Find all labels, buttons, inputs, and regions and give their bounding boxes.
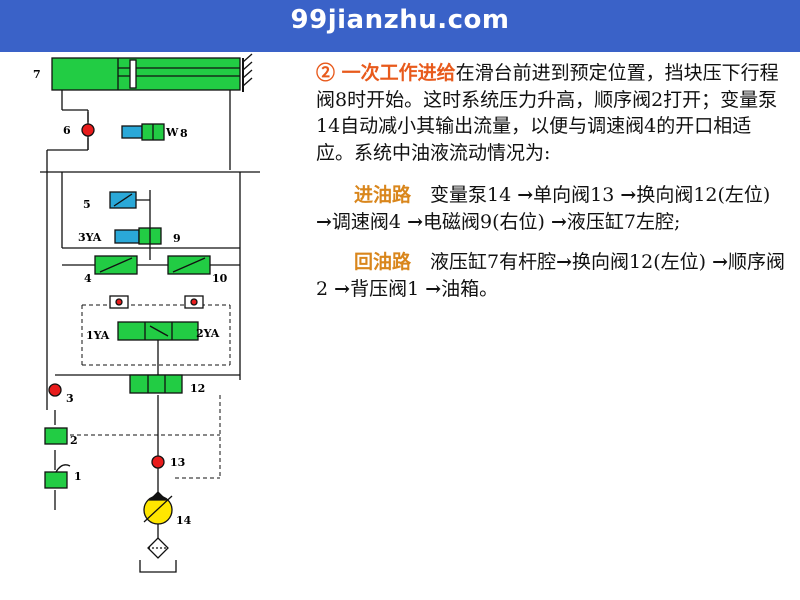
label-5: 5	[83, 198, 91, 211]
valve-6	[81, 123, 95, 137]
oil-in-path: 进油路 变量泵14 →单向阀13 →换向阀12(左位) →调速阀4 →电磁阀9(…	[316, 184, 771, 233]
label-2ya: 2YA	[196, 327, 220, 340]
label-13: 13	[170, 456, 185, 469]
label-4: 4	[84, 272, 92, 285]
header-banner	[0, 0, 800, 52]
label-8: 8	[180, 127, 188, 140]
cylinder-7	[51, 57, 241, 91]
intro-paragraph: ② 一次工作进给在滑台前进到预定位置，挡块压下行程阀8时开始。这时系统压力升高，…	[316, 60, 786, 166]
label-3: 3	[66, 392, 74, 405]
valve-12	[129, 374, 183, 394]
valve-9	[114, 229, 140, 244]
valve-13	[151, 455, 165, 469]
valve-8	[121, 125, 143, 139]
oil-return-path: 回油路 液压缸7有杆腔→换向阀12(左位) →顺序阀2 →背压阀1 →油箱。	[316, 251, 786, 300]
label-10: 10	[212, 272, 228, 285]
valve-2	[44, 427, 68, 445]
label-2: 2	[70, 434, 78, 447]
label-14: 14	[176, 514, 192, 527]
section-body: 在滑台前进到预定位置，挡块压下行程阀8时开始。这时系统压力升高，顺序阀2打开；变…	[316, 62, 779, 164]
label-3ya: 3YA	[78, 231, 102, 244]
label-9: 9	[173, 232, 181, 245]
valve-1	[44, 471, 68, 489]
label-6: 6	[63, 124, 71, 137]
label-7: 7	[33, 68, 41, 81]
valve-3	[48, 383, 62, 397]
label-12: 12	[190, 382, 205, 395]
in-path-label: 进油路	[354, 184, 412, 206]
tank	[139, 560, 177, 573]
label-8-w: W	[165, 126, 179, 139]
return-path-label: 回油路	[354, 251, 412, 273]
explanation-panel: ② 一次工作进给在滑台前进到预定位置，挡块压下行程阀8时开始。这时系统压力升高，…	[316, 60, 786, 302]
label-1ya: 1YA	[86, 329, 110, 342]
site-brand[interactable]: 99jianzhu.com	[290, 5, 510, 35]
section-title: ② 一次工作进给	[316, 62, 456, 84]
hydraulic-circuit-diagram: 7 6 W 8 5 3YA 9 4 10 1YA 2YA 12 3 2 13 1…	[33, 53, 260, 573]
label-1: 1	[74, 470, 82, 483]
